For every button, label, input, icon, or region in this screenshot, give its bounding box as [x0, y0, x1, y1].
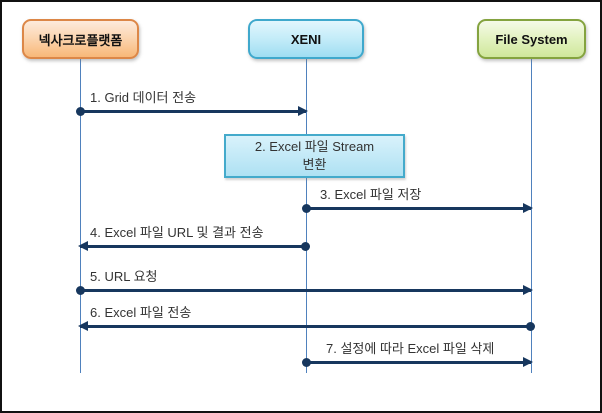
- message-5-origin-dot: [76, 286, 85, 295]
- message-4-arrowhead-icon: [78, 241, 88, 251]
- message-7-arrowhead-icon: [523, 357, 533, 367]
- message-7-line: [306, 361, 531, 364]
- lifeline-filesystem: [531, 59, 532, 373]
- message-5-line: [80, 289, 531, 292]
- message-4-label: 4. Excel 파일 URL 및 결과 전송: [90, 225, 264, 240]
- process-2-label-line1: 2. Excel 파일 Stream: [254, 139, 375, 154]
- message-1-arrowhead-icon: [298, 106, 308, 116]
- message-1-line: [80, 110, 306, 113]
- message-5-label: 5. URL 요청: [90, 269, 158, 284]
- message-6-origin-dot: [526, 322, 535, 331]
- message-6-excel-file-send: 6. Excel 파일 전송: [78, 305, 535, 331]
- lifeline-nexacro: [80, 59, 81, 373]
- message-3-arrowhead-icon: [523, 203, 533, 213]
- message-3-excel-file-save: 3. Excel 파일 저장: [302, 187, 533, 213]
- message-1-label: 1. Grid 데이터 전송: [90, 90, 197, 105]
- actor-filesystem: File System: [477, 19, 586, 59]
- message-6-line: [80, 325, 531, 328]
- message-5-arrowhead-icon: [523, 285, 533, 295]
- message-6-label: 6. Excel 파일 전송: [90, 305, 192, 320]
- actor-xeni: XENI: [248, 19, 364, 59]
- message-7-origin-dot: [302, 358, 311, 367]
- message-5-url-request: 5. URL 요청: [76, 269, 533, 295]
- message-6-arrowhead-icon: [78, 321, 88, 331]
- message-1-origin-dot: [76, 107, 85, 116]
- message-4-line: [80, 245, 306, 248]
- actor-nexacro: 넥사크로플랫폼: [22, 19, 139, 59]
- message-4-excel-url-result-send: 4. Excel 파일 URL 및 결과 전송: [78, 225, 310, 251]
- message-4-origin-dot: [301, 242, 310, 251]
- message-3-line: [306, 207, 531, 210]
- actor-xeni-label: XENI: [290, 31, 322, 47]
- lifeline-xeni: [306, 59, 307, 373]
- message-3-label: 3. Excel 파일 저장: [320, 187, 422, 202]
- actor-filesystem-label: File System: [495, 31, 568, 47]
- actor-nexacro-label: 넥사크로플랫폼: [38, 32, 123, 48]
- process-2-label-line2: 변환: [302, 157, 327, 172]
- message-7-label: 7. 설정에 따라 Excel 파일 삭제: [326, 341, 495, 356]
- message-1-grid-data-send: 1. Grid 데이터 전송: [76, 90, 308, 116]
- message-3-origin-dot: [302, 204, 311, 213]
- message-7-excel-file-delete: 7. 설정에 따라 Excel 파일 삭제: [302, 341, 533, 367]
- process-2-excel-stream-convert: 2. Excel 파일 Stream 변환: [224, 134, 405, 178]
